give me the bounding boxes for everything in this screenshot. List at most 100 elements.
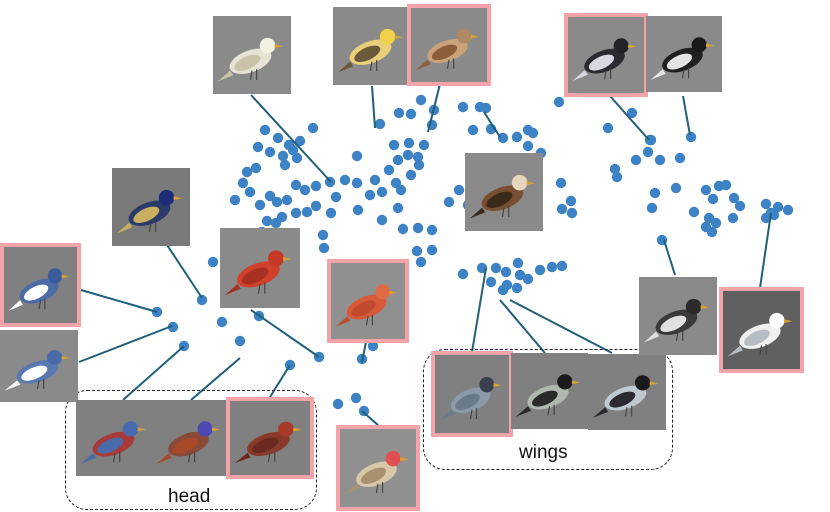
embedding-point (237, 177, 249, 189)
embedding-point (374, 118, 386, 130)
embedding-point (760, 212, 772, 224)
embedding-point (497, 132, 509, 144)
wings-group-label: wings (519, 442, 568, 463)
embedding-point (685, 131, 697, 143)
embedding-point (443, 196, 455, 208)
connector-line (361, 341, 367, 363)
embedding-point (301, 206, 313, 218)
embedding-point (376, 186, 388, 198)
embedding-point (760, 198, 772, 210)
bird-image-gull (719, 287, 804, 373)
embedding-point (405, 108, 417, 120)
embedding-point (264, 146, 276, 158)
wings-group-box (423, 349, 673, 470)
embedding-point (294, 135, 306, 147)
embedding-point (720, 179, 732, 191)
embedding-point (397, 223, 409, 235)
embedding-point (290, 179, 302, 191)
bird-image-yellow-crowned-warbler (213, 16, 291, 94)
connector-line (122, 345, 185, 401)
bird-image-song-sparrow (407, 4, 491, 86)
connector-line (190, 357, 241, 401)
embedding-point (700, 184, 712, 196)
embedding-point (734, 200, 746, 212)
embedding-point (307, 122, 319, 134)
bird-image-blue-jay-2 (0, 330, 78, 402)
embedding-point (383, 164, 395, 176)
bird-image-wings-dark-1 (511, 353, 588, 429)
connector-line (483, 111, 501, 138)
embedding-point (290, 207, 302, 219)
embedding-point (358, 405, 370, 417)
embedding-point (426, 244, 438, 256)
embedding-point (626, 107, 638, 119)
connector-line (682, 95, 691, 136)
head-group-label: head (168, 486, 211, 507)
embedding-point (325, 207, 337, 219)
embedding-point (364, 189, 376, 201)
embedding-point (332, 398, 344, 410)
embedding-point (670, 182, 682, 194)
embedding-point (511, 131, 523, 143)
embedding-point (688, 206, 700, 218)
bird-image-head-cardinal (226, 397, 314, 479)
embedding-point (393, 107, 405, 119)
bird-image-head-blue-jay-cardinal (76, 400, 154, 476)
embedding-point (511, 282, 523, 294)
embedding-point (405, 169, 417, 181)
connector-line (663, 239, 676, 276)
connector-line (759, 212, 772, 289)
embedding-point (782, 204, 794, 216)
embedding-point (728, 192, 740, 204)
embedding-point (250, 162, 262, 174)
head-group-box (65, 390, 317, 510)
embedding-point (392, 154, 404, 166)
bird-image-wings-dark-2 (588, 354, 666, 430)
embedding-point (272, 132, 284, 144)
embedding-point (261, 215, 273, 227)
embedding-point (512, 257, 524, 269)
embedding-point (270, 217, 282, 229)
embedding-point (630, 154, 642, 166)
connector-line (250, 309, 320, 358)
embedding-point (330, 191, 342, 203)
embedding-point (710, 217, 722, 229)
embedding-point (350, 392, 362, 404)
connector-line (427, 83, 441, 133)
embedding-point (418, 139, 430, 151)
embedding-point (196, 294, 208, 306)
connector-line (609, 95, 650, 141)
embedding-point (291, 152, 303, 164)
bird-image-murrelet-light (646, 16, 722, 92)
embedding-point (352, 204, 364, 216)
embedding-point (259, 124, 271, 136)
embedding-point (411, 245, 423, 257)
embedding-point (388, 139, 400, 151)
embedding-point (490, 262, 502, 274)
embedding-point (413, 159, 425, 171)
connector-line (371, 85, 376, 129)
embedding-point (229, 194, 241, 206)
embedding-point (287, 144, 299, 156)
embedding-point (602, 122, 614, 134)
embedding-point (772, 201, 784, 213)
embedding-point (457, 101, 469, 113)
embedding-point (412, 151, 424, 163)
embedding-point (453, 184, 465, 196)
embedding-point (674, 152, 686, 164)
embedding-point (457, 268, 469, 280)
bird-image-wings-pale (431, 351, 513, 437)
embedding-point (403, 137, 415, 149)
embedding-point (310, 200, 322, 212)
embedding-point (642, 146, 654, 158)
embedding-point (565, 195, 577, 207)
connector-line (80, 289, 158, 313)
connector-line (499, 299, 546, 354)
embedding-point (207, 256, 219, 268)
embedding-point (299, 184, 311, 196)
embedding-point (546, 261, 558, 273)
embedding-point (485, 276, 497, 288)
embedding-point (556, 260, 568, 272)
embedding-point (244, 186, 256, 198)
